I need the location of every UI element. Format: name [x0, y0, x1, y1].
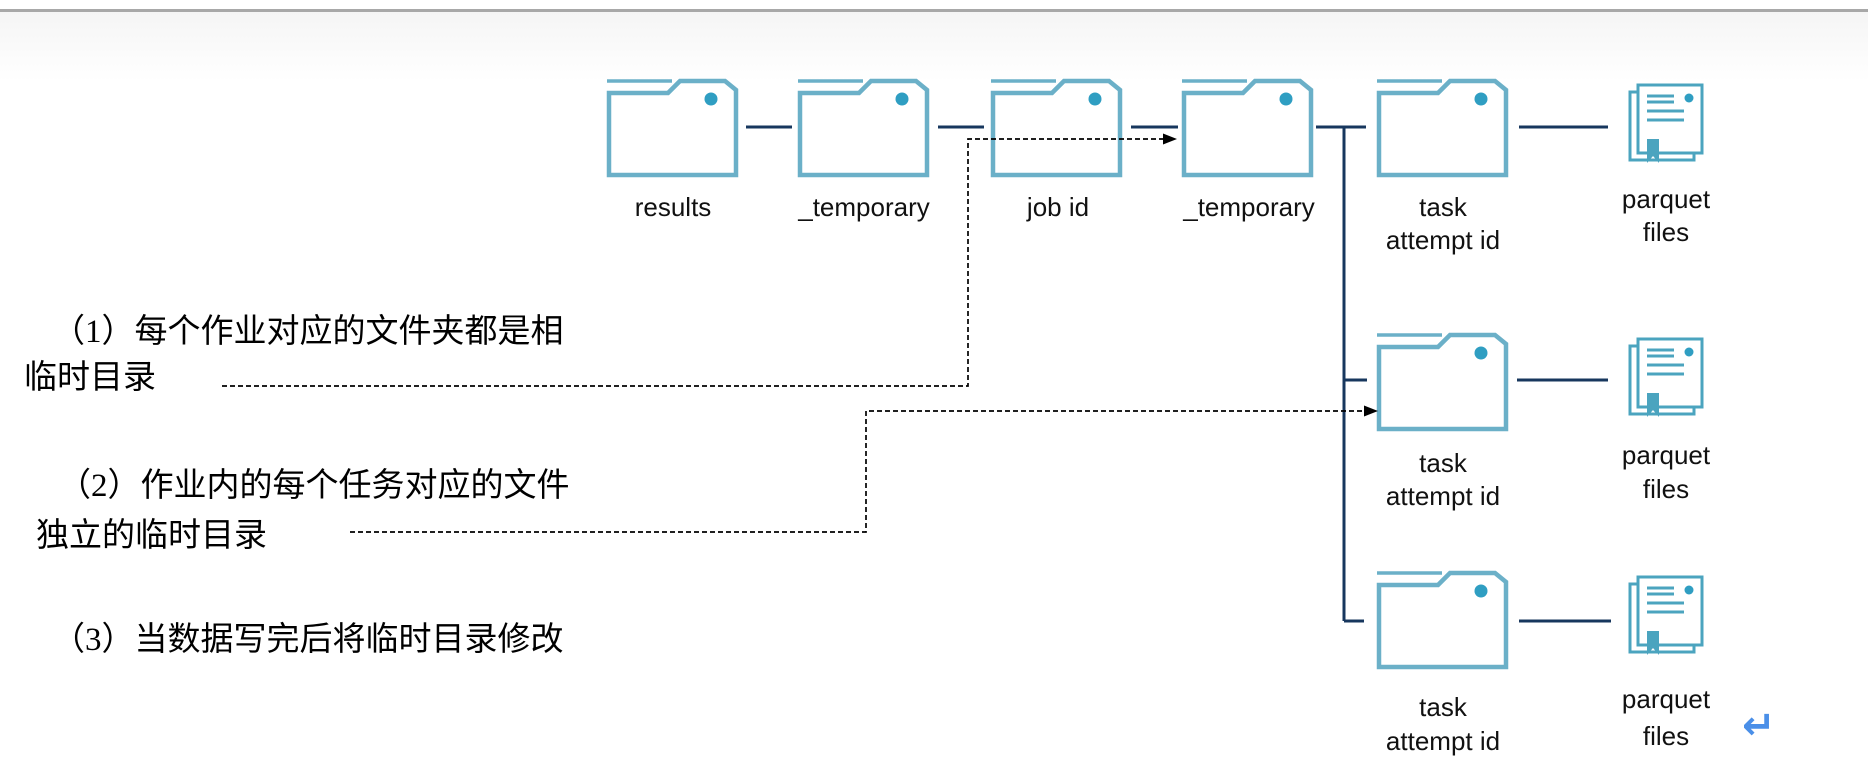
- return-arrow-icon: ↵: [1742, 703, 1776, 749]
- connector-lines: [746, 125, 1611, 623]
- task-folder-label-line1-2: task: [1419, 448, 1467, 478]
- parquet-label-line1-3: parquet: [1621, 684, 1711, 714]
- task-folder-label-line1-1: task: [1419, 192, 1467, 222]
- folder-label-results: results: [634, 192, 712, 222]
- parquet-label-line2-1: files: [1642, 217, 1690, 247]
- folder-icon-temporary-1: [798, 81, 927, 175]
- annotation-1-line1: （1）每个作业对应的文件夹都是相: [52, 314, 564, 350]
- parquet-files-icon-3: [1628, 575, 1704, 657]
- task-folder-label-line1-3: task: [1419, 692, 1467, 722]
- page-top-shading: [0, 12, 1868, 82]
- folder-icon-job-id: [991, 81, 1120, 175]
- parquet-label-line2-3: files: [1642, 721, 1690, 751]
- dashed-arrow-2: [350, 405, 1378, 533]
- folder-label-temporary-1: _temporary: [798, 192, 930, 222]
- folder-icon-task-attempt-1: [1377, 81, 1506, 175]
- parquet-label-line2-2: files: [1642, 474, 1690, 504]
- folder-icon-task-attempt-3: [1377, 573, 1506, 667]
- parquet-files-icon-2: [1628, 337, 1704, 419]
- folder-label-job-id: job id: [1026, 192, 1090, 222]
- parquet-label-line1-1: parquet: [1621, 184, 1711, 214]
- parquet-files-icon-1: [1628, 83, 1704, 165]
- annotation-2-line2: 独立的临时目录: [36, 518, 267, 554]
- parquet-label-line1-2: parquet: [1621, 440, 1711, 470]
- task-folder-label-line2-3: attempt id: [1385, 726, 1501, 756]
- folder-icon-task-attempt-2: [1377, 335, 1506, 429]
- annotation-2-line1: （2）作业内的每个任务对应的文件: [58, 468, 570, 504]
- dashed-arrow-1: [222, 133, 1177, 387]
- task-folder-label-line2-1: attempt id: [1385, 225, 1501, 255]
- folder-label-temporary-2: _temporary: [1183, 192, 1315, 222]
- task-folder-label-line2-2: attempt id: [1385, 481, 1501, 511]
- top-divider-line: [0, 9, 1868, 12]
- arrowhead-1: [1163, 133, 1177, 145]
- folder-icon-results: [607, 81, 736, 175]
- folder-icon-temporary-2: [1182, 81, 1311, 175]
- annotation-3-line1: （3）当数据写完后将临时目录修改: [52, 622, 564, 658]
- arrowhead-2: [1364, 405, 1378, 417]
- annotation-1-line2: 临时目录: [24, 360, 156, 396]
